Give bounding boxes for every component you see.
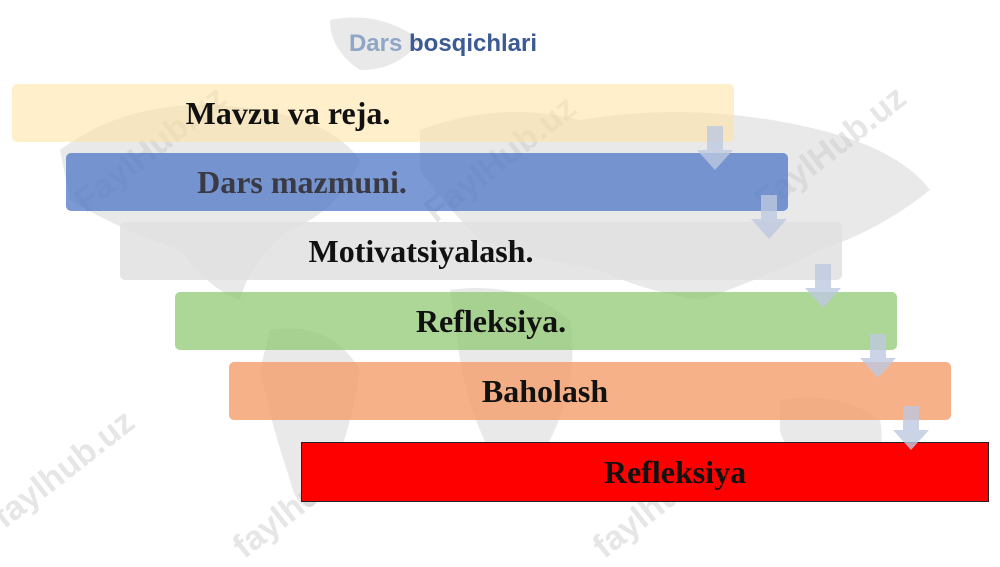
- step-label: Refleksiya.: [415, 302, 567, 339]
- step-3: Motivatsiyalash.: [120, 222, 842, 280]
- step-label: Refleksiya: [603, 453, 747, 490]
- step-label: Motivatsiyalash.: [308, 232, 534, 269]
- title-part2: bosqichlari: [409, 30, 538, 57]
- step-1: Mavzu va reja.: [12, 84, 734, 142]
- step-6: Refleksiya: [301, 442, 989, 502]
- down-arrow-icon: [893, 406, 929, 450]
- step-5: Baholash: [229, 362, 951, 420]
- diagram-title: Dars bosqichlari: [0, 30, 886, 58]
- step-2: Dars mazmuni.: [66, 153, 788, 211]
- step-label: Dars mazmuni.: [197, 163, 407, 200]
- title-part1: Dars: [348, 30, 409, 57]
- down-arrow-icon: [805, 264, 841, 308]
- down-arrow-icon: [751, 195, 787, 239]
- down-arrow-icon: [697, 126, 733, 170]
- down-arrow-icon: [860, 334, 896, 378]
- step-label: Baholash: [481, 372, 609, 409]
- step-4: Refleksiya.: [175, 292, 897, 350]
- step-label: Mavzu va reja.: [185, 94, 391, 131]
